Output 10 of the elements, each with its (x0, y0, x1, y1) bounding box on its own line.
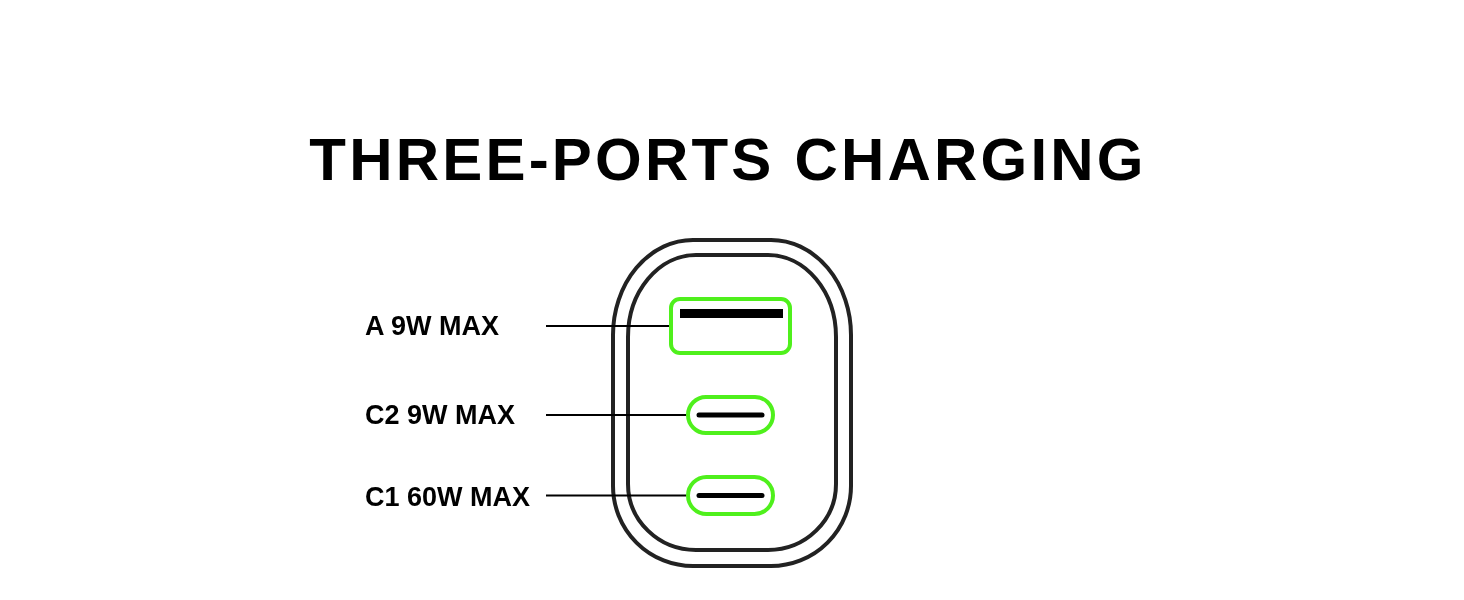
port-label: C1 60W MAX (365, 481, 531, 514)
usb-c-port (686, 395, 775, 435)
usb-a-port (669, 297, 792, 355)
leader-line (545, 414, 687, 416)
usb-c-port (686, 475, 775, 516)
port-label: C2 9W MAX (365, 399, 516, 432)
leader-line (545, 494, 687, 497)
port-label: A 9W MAX (365, 310, 499, 343)
leader-line (545, 325, 670, 327)
title: THREE-PORTS CHARGING (309, 130, 1147, 190)
